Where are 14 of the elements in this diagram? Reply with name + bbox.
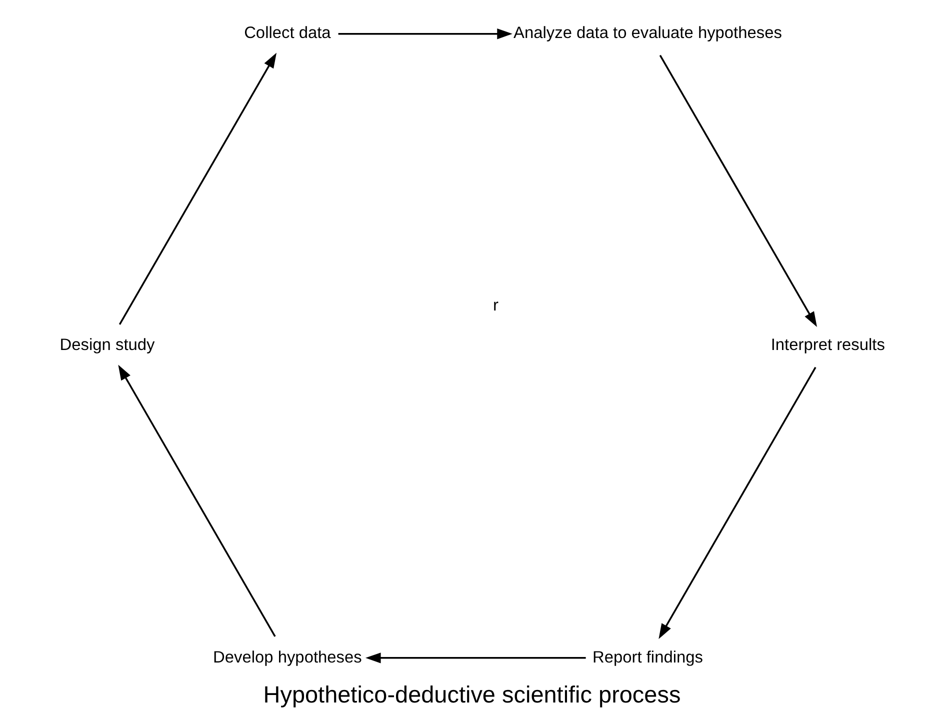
arrow xyxy=(118,52,276,325)
node-text: Report findings xyxy=(592,648,702,666)
arrow xyxy=(118,364,276,637)
arrow xyxy=(658,54,816,328)
arrow xyxy=(365,652,586,664)
node-text: Collect data xyxy=(244,24,330,42)
node-text: Develop hypotheses xyxy=(212,648,362,666)
node-text: Interpret results xyxy=(770,336,884,354)
arrow xyxy=(658,366,816,640)
node-text: Analyze data to evaluate hypotheses xyxy=(513,24,782,42)
node-text: Design study xyxy=(59,336,154,354)
label: r xyxy=(492,296,498,314)
arrow xyxy=(338,28,512,40)
diagram-title: Hypothetico-deductive scientific process xyxy=(262,682,680,708)
